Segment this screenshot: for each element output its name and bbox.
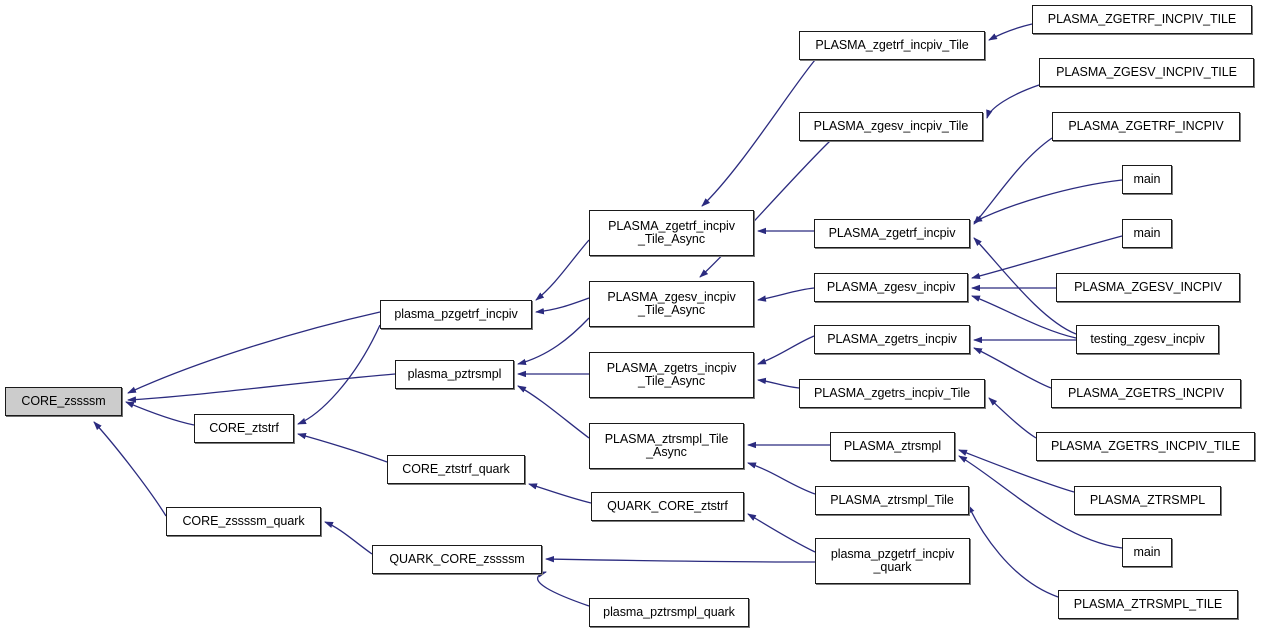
graph-node-ZGETRF_INCPIV[interactable]: PLASMA_ZGETRF_INCPIV <box>1052 112 1240 141</box>
graph-node-plasma_pztrsmpl[interactable]: plasma_pztrsmpl <box>395 360 514 389</box>
graph-node-label: PLASMA_ZGETRS_INCPIV <box>1068 385 1224 400</box>
call-edge <box>971 295 1077 339</box>
call-edge <box>537 571 590 607</box>
graph-node-label: QUARK_CORE_zssssm <box>389 551 525 566</box>
graph-node-ZTRSMPL_TILE[interactable]: PLASMA_ZTRSMPL_TILE <box>1058 590 1238 619</box>
graph-node-ztrsmpl[interactable]: PLASMA_ztrsmpl <box>830 432 955 461</box>
graph-node-label: PLASMA_ztrsmpl_Tile _Async <box>604 431 729 459</box>
call-edge <box>747 462 816 495</box>
call-edge <box>973 179 1123 223</box>
graph-node-label: PLASMA_ztrsmpl_Tile <box>830 492 954 507</box>
graph-node-ztrsmpl_tile[interactable]: PLASMA_ztrsmpl_Tile <box>815 486 969 515</box>
graph-node-pzgetrf_incpiv_quark[interactable]: plasma_pzgetrf_incpiv _quark <box>815 538 970 584</box>
graph-node-label: plasma_pztrsmpl <box>407 366 502 381</box>
graph-node-label: PLASMA_zgetrs_incpiv <box>827 331 957 346</box>
graph-node-zgesv_incpiv[interactable]: PLASMA_zgesv_incpiv <box>814 273 968 302</box>
call-edge <box>545 555 816 563</box>
graph-node-zgesv_incpiv_tile_async[interactable]: PLASMA_zgesv_incpiv _Tile_Async <box>589 281 754 327</box>
graph-node-zgetrf_incpiv[interactable]: PLASMA_zgetrf_incpiv <box>814 219 970 248</box>
call-edge <box>127 373 396 403</box>
call-edge <box>699 140 831 278</box>
graph-node-label: PLASMA_zgetrs_incpiv_Tile <box>814 385 970 400</box>
graph-node-main3[interactable]: main <box>1122 538 1172 567</box>
graph-node-label: PLASMA_zgetrf_incpiv_Tile <box>815 37 969 52</box>
call-edge <box>535 297 590 315</box>
call-edge <box>517 385 590 439</box>
graph-node-main2[interactable]: main <box>1122 219 1172 248</box>
graph-node-label: PLASMA_ZTRSMPL_TILE <box>1073 596 1223 611</box>
graph-node-zgetrs_incpiv_tile[interactable]: PLASMA_zgetrs_incpiv_Tile <box>799 379 985 408</box>
graph-node-label: PLASMA_ZGETRS_INCPIV_TILE <box>1050 438 1241 453</box>
call-edge <box>988 397 1037 439</box>
graph-node-label: main <box>1133 544 1161 559</box>
call-edge <box>973 137 1053 225</box>
graph-node-ZTRSMPL[interactable]: PLASMA_ZTRSMPL <box>1074 486 1221 515</box>
graph-node-label: CORE_ztstrf_quark <box>402 461 510 476</box>
graph-node-ZGESV_INCPIV[interactable]: PLASMA_ZGESV_INCPIV <box>1056 273 1240 302</box>
graph-node-label: CORE_zssssm_quark <box>182 513 305 528</box>
graph-node-zgetrs_incpiv_tile_async[interactable]: PLASMA_zgetrs_incpiv _Tile_Async <box>589 352 754 398</box>
call-edge <box>127 311 381 394</box>
graph-node-plasma_pztrsmpl_quark[interactable]: plasma_pztrsmpl_quark <box>589 598 749 627</box>
graph-node-label: PLASMA_zgesv_incpiv <box>826 279 956 294</box>
graph-node-ZGETRS_INCPIV[interactable]: PLASMA_ZGETRS_INCPIV <box>1051 379 1241 408</box>
graph-node-label: PLASMA_zgetrf_incpiv <box>828 225 956 240</box>
graph-node-core_ztstrf[interactable]: CORE_ztstrf <box>194 414 294 443</box>
graph-node-ZGETRS_INCPIV_TILE[interactable]: PLASMA_ZGETRS_INCPIV_TILE <box>1036 432 1255 461</box>
graph-node-plasma_pzgetrf_incpiv[interactable]: plasma_pzgetrf_incpiv <box>380 300 532 329</box>
graph-node-label: PLASMA_zgetrf_incpiv _Tile_Async <box>608 218 735 246</box>
graph-node-label: PLASMA_ZTRSMPL <box>1089 492 1206 507</box>
graph-node-label: PLASMA_ZGESV_INCPIV_TILE <box>1056 64 1237 79</box>
graph-node-testing_zgesv_incpiv[interactable]: testing_zgesv_incpiv <box>1076 325 1219 354</box>
graph-node-label: testing_zgesv_incpiv <box>1090 331 1205 346</box>
graph-node-label: PLASMA_ZGETRF_INCPIV_TILE <box>1047 11 1237 26</box>
graph-node-label: PLASMA_ZGETRF_INCPIV <box>1068 118 1224 133</box>
call-edge <box>973 347 1052 389</box>
graph-node-quark_core_ztstrf[interactable]: QUARK_CORE_ztstrf <box>591 492 744 521</box>
graph-node-zgetrf_incpiv_tile[interactable]: PLASMA_zgetrf_incpiv_Tile <box>799 31 985 60</box>
graph-node-label: PLASMA_zgesv_incpiv_Tile <box>813 118 969 133</box>
graph-node-label: PLASMA_zgetrs_incpiv _Tile_Async <box>606 360 737 388</box>
graph-node-label: CORE_ztstrf <box>209 420 279 435</box>
graph-node-label: main <box>1133 225 1161 240</box>
call-edge <box>757 377 800 389</box>
graph-node-label: plasma_pzgetrf_incpiv _quark <box>830 546 955 574</box>
graph-node-quark_core_zssssm[interactable]: QUARK_CORE_zssssm <box>372 545 542 574</box>
graph-node-label: plasma_pzgetrf_incpiv <box>394 306 518 321</box>
graph-node-label: PLASMA_zgesv_incpiv _Tile_Async <box>607 289 736 317</box>
call-edge <box>967 504 1059 598</box>
graph-node-core_zssssm[interactable]: CORE_zssssm <box>5 387 122 416</box>
graph-node-label: CORE_zssssm <box>21 393 106 408</box>
call-edge <box>297 324 381 425</box>
call-edge <box>535 239 590 301</box>
graph-node-label: PLASMA_ztrsmpl <box>843 438 942 453</box>
graph-node-core_ztstrf_quark[interactable]: CORE_ztstrf_quark <box>387 455 525 484</box>
graph-node-ZGETRF_INCPIV_TILE[interactable]: PLASMA_ZGETRF_INCPIV_TILE <box>1032 5 1252 34</box>
graph-node-zgesv_incpiv_tile[interactable]: PLASMA_zgesv_incpiv_Tile <box>799 112 983 141</box>
call-edge <box>324 521 373 555</box>
call-edge <box>297 433 388 463</box>
graph-node-label: QUARK_CORE_ztstrf <box>607 498 728 513</box>
call-edge <box>528 483 592 504</box>
call-edge <box>125 401 195 426</box>
graph-node-ztrsmpl_tile_async[interactable]: PLASMA_ztrsmpl_Tile _Async <box>589 423 744 469</box>
graph-node-ZGESV_INCPIV_TILE[interactable]: PLASMA_ZGESV_INCPIV_TILE <box>1039 58 1254 87</box>
graph-node-core_zssssm_quark[interactable]: CORE_zssssm_quark <box>166 507 321 536</box>
call-edge <box>93 421 167 517</box>
graph-node-label: plasma_pztrsmpl_quark <box>603 604 735 619</box>
call-edge <box>757 287 815 302</box>
graph-node-label: PLASMA_ZGESV_INCPIV <box>1074 279 1222 294</box>
graph-node-label: main <box>1133 171 1161 186</box>
call-edge <box>988 23 1033 41</box>
graph-node-main1[interactable]: main <box>1122 165 1172 194</box>
call-edge <box>971 235 1123 280</box>
call-edge <box>747 513 816 553</box>
graph-node-zgetrf_incpiv_tile_async[interactable]: PLASMA_zgetrf_incpiv _Tile_Async <box>589 210 754 256</box>
call-edge <box>757 335 815 365</box>
call-edge <box>986 84 1040 119</box>
graph-node-zgetrs_incpiv[interactable]: PLASMA_zgetrs_incpiv <box>814 325 970 354</box>
